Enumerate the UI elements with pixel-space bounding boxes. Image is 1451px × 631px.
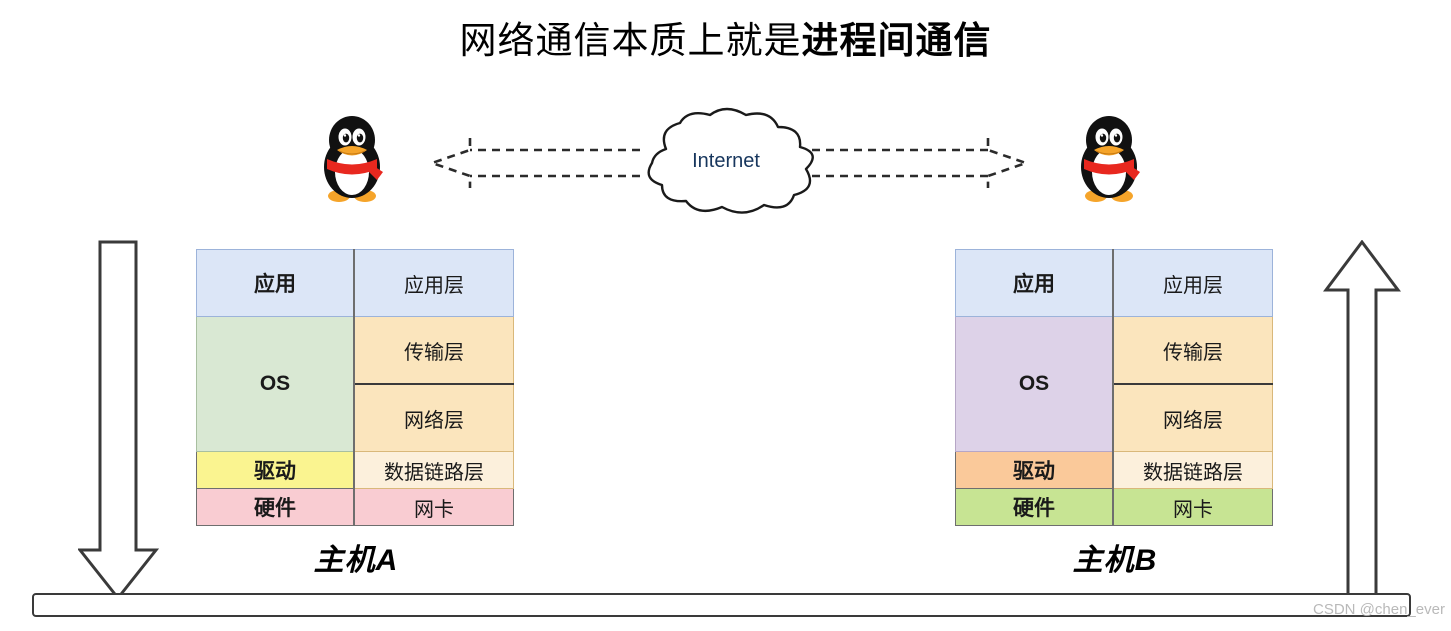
page-title-emphasis: 进程间通信: [801, 20, 992, 61]
dashed-double-arrow-left-icon: [420, 124, 640, 204]
table-row: OS 传输层: [955, 316, 1273, 452]
stack-layer-cell: 网卡: [1112, 488, 1273, 526]
stack-role-cell: 硬件: [955, 488, 1114, 526]
stack-layer-cell: 网络层: [1112, 383, 1273, 452]
table-row: 应用 应用层: [196, 249, 514, 317]
stack-layer-cell: 数据链路层: [353, 451, 514, 489]
stack-role-cell: 硬件: [196, 488, 355, 526]
watermark: CSDN @chen_ever: [1313, 601, 1445, 618]
dashed-double-arrow-right-icon: [812, 124, 1042, 204]
internet-label: Internet: [692, 150, 760, 172]
stack-layer-cell: 传输层: [353, 316, 514, 385]
cloud-icon: [622, 107, 830, 217]
stack-layer-cell: 应用层: [353, 249, 514, 317]
table-row: 网络层: [956, 383, 1273, 452]
stack-layer-cell: 应用层: [1112, 249, 1273, 317]
page-title-lead: 网络通信本质上就是: [459, 20, 802, 61]
stack-role-cell: 应用: [955, 249, 1114, 317]
page-title: 网络通信本质上就是进程间通信: [0, 14, 1451, 68]
stack-role-cell: OS: [955, 316, 1114, 452]
stack-layer-cell: 网络层: [353, 383, 514, 452]
stack-layer-cell: 传输层: [1112, 316, 1273, 385]
table-row: 应用 应用层: [955, 249, 1273, 317]
table-row: 硬件 网卡: [196, 488, 514, 526]
table-row: OS 传输层: [196, 316, 514, 452]
table-row: 驱动 数据链路层: [196, 451, 514, 489]
table-row: 网络层: [197, 383, 514, 452]
stack-role-cell: 驱动: [196, 451, 355, 489]
stack-role-cell: 驱动: [955, 451, 1114, 489]
host-b-label: 主机B: [1072, 544, 1158, 577]
qq-penguin-icon: [1072, 112, 1146, 204]
physical-medium-bar: [32, 593, 1411, 617]
protocol-stack-host-b: 应用 应用层 OS 传输层 网络层 驱动 数据链路层 硬件 网卡: [955, 249, 1273, 526]
stack-role-cell: 应用: [196, 249, 355, 317]
qq-penguin-icon: [315, 112, 389, 204]
stack-role-cell: OS: [196, 316, 355, 452]
protocol-stack-host-a: 应用 应用层 OS 传输层 网络层 驱动 数据链路层 硬件 网卡: [196, 249, 514, 526]
table-row: 驱动 数据链路层: [955, 451, 1273, 489]
stack-layer-cell: 数据链路层: [1112, 451, 1273, 489]
block-arrow-up-icon: [1322, 239, 1402, 600]
stack-layer-cell: 网卡: [353, 488, 514, 526]
host-a-label: 主机A: [313, 544, 399, 577]
block-arrow-down-icon: [76, 240, 160, 602]
table-row: 硬件 网卡: [955, 488, 1273, 526]
